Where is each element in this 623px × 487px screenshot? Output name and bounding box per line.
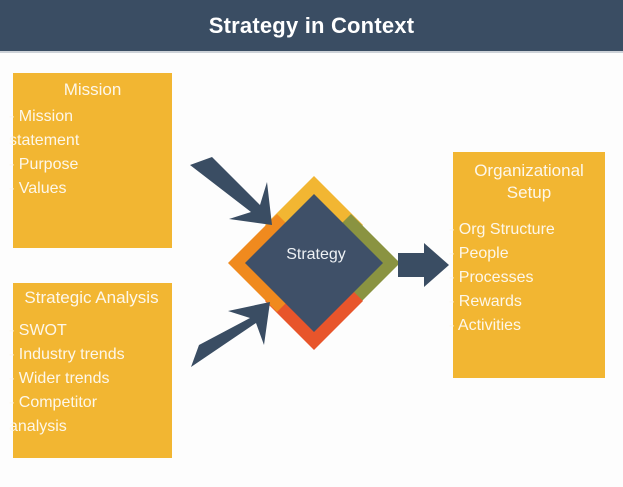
header-bar: Strategy in Context <box>0 0 623 53</box>
list-item: - Org Structure <box>449 221 555 238</box>
list-item: - SWOT <box>9 322 67 339</box>
list-item: - Mission statement <box>9 108 80 149</box>
panel-organizational-setup-title: Organizational Setup <box>474 161 584 202</box>
list-item: - Wider trends <box>9 370 110 387</box>
list-item: - Competitor analysis <box>9 394 98 435</box>
strategy-diamond-graphic <box>228 176 400 350</box>
panel-mission: Mission - Mission statement - Purpose - … <box>9 73 172 248</box>
strategy-diamond: Strategy <box>222 150 412 360</box>
list-item: - Purpose <box>9 156 79 173</box>
panel-organizational-setup: Organizational Setup - Org Structure - P… <box>449 152 605 378</box>
panel-strategic-analysis-list: - SWOT - Industry trends - Wider trends … <box>9 319 172 439</box>
page-title: Strategy in Context <box>208 12 415 38</box>
list-item: - Processes <box>449 269 534 286</box>
list-item: - Rewards <box>449 293 522 310</box>
diamond-core <box>245 194 383 332</box>
panel-mission-list: - Mission statement - Purpose - Values <box>9 105 172 201</box>
panel-mission-title: Mission <box>63 80 122 99</box>
panel-strategic-analysis: Strategic Analysis - SWOT - Industry tre… <box>9 283 172 458</box>
panel-strategic-analysis-title: Strategic Analysis <box>24 288 159 307</box>
list-item: - Values <box>9 180 67 197</box>
list-item: - People <box>449 245 509 262</box>
list-item: - Activities <box>449 317 522 334</box>
panel-organizational-setup-list: - Org Structure - People - Processes - R… <box>449 218 605 338</box>
list-item: - Industry trends <box>9 346 125 363</box>
